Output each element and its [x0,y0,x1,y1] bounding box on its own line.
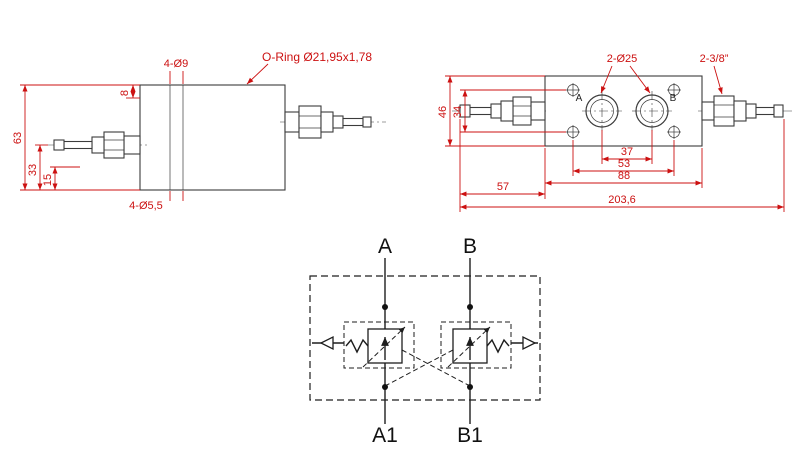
dim-15: 15 [42,166,80,190]
right-valve-enclosure [440,321,512,369]
junction-a-top [382,304,388,310]
dim-8-label: 8 [119,90,131,96]
junction-b-top [467,304,473,310]
dim-46: 46 [437,75,545,147]
valve-top-view: A B [437,53,792,212]
valve-side-view: 63 33 15 8 4-Ø9 O-Ring Ø21,95x1,78 [12,50,386,212]
dim-total-label: 203,6 [608,194,636,206]
dim-37-label: 37 [621,146,633,158]
thread-label: 2-3/8” [700,53,729,65]
pilot-line-right-to-a [384,349,454,387]
check-valve-right [511,335,538,351]
left-valve-enclosure [343,321,415,369]
junction-a-bottom [382,384,388,390]
hydraulic-schematic: A B A1 B1 [309,235,541,447]
port-a-circle [582,91,622,131]
dim-34-label: 34 [452,106,464,118]
valve-body-side [139,84,286,191]
dim-57-label: 57 [497,181,509,193]
holes-bottom-label: 4-Ø5,5 [129,200,163,212]
schematic-port-b1-label: B1 [457,424,483,447]
dim-34: 34 [452,89,566,133]
side-fitting-right [280,105,386,139]
dim-53-label: 53 [618,158,630,170]
junction-b-bottom [467,384,473,390]
dim-15-label: 15 [42,174,54,186]
dim-53: 53 [572,140,675,176]
valve-body-top [544,75,703,147]
top-fitting-left [452,96,549,126]
dim-57: 57 [459,119,545,212]
dim-37: 37 [601,130,653,164]
port-b-label: B [670,93,677,104]
label-2-38: 2-3/8” [700,53,729,95]
top-fitting-right [698,95,792,127]
schematic-port-a-label: A [378,235,392,258]
ports-diameter-label: 2-Ø25 [607,53,638,65]
label-4-d55: 4-Ø5,5 [129,191,184,212]
port-a-label: A [576,93,583,104]
dim-88: 88 [544,148,703,199]
spring-left [345,338,369,354]
side-fitting-left [48,131,150,159]
pilot-line-left-to-b [401,349,471,387]
dim-63-label: 63 [12,132,24,144]
schematic-port-a1-label: A1 [372,424,398,447]
label-oring: O-Ring Ø21,95x1,78 [246,50,372,85]
dim-33-label: 33 [27,164,39,176]
schematic-boundary [309,275,541,401]
holes-top-label: 4-Ø9 [164,58,188,70]
dim-8: 8 [119,85,140,99]
schematic-port-b-label: B [463,235,477,258]
check-valve-left [312,335,344,351]
dim-88-label: 88 [618,170,630,182]
relief-valve-right [447,326,510,368]
dim-203-6: 203,6 [460,119,785,212]
dim-46-label: 46 [437,106,449,118]
label-2-d25: 2-Ø25 [600,53,651,94]
label-4-d9: 4-Ø9 [164,58,188,84]
oring-label: O-Ring Ø21,95x1,78 [262,50,372,64]
spring-right [486,338,510,354]
relief-valve-left [345,326,406,368]
dim-33: 33 [27,144,48,190]
port-b-circle [632,91,672,131]
bolt-holes [566,83,681,139]
